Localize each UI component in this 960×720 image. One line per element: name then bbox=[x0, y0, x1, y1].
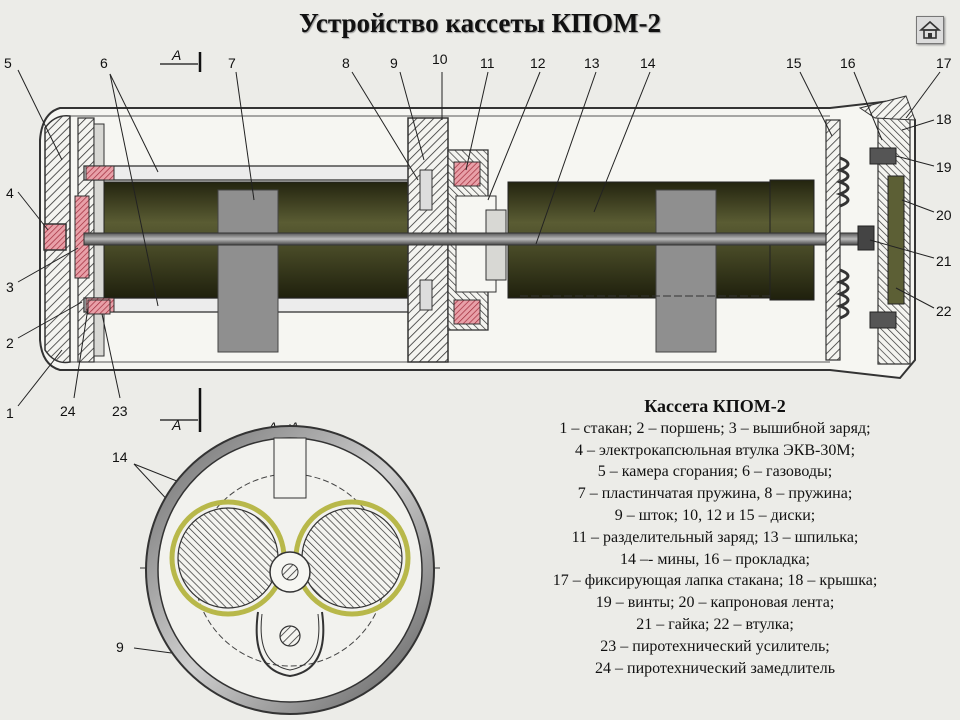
legend: Кассета КПОМ-2 1 – стакан; 2 – поршень; … bbox=[470, 396, 960, 679]
callout-24: 24 bbox=[60, 403, 76, 419]
callout-13: 13 bbox=[584, 55, 600, 71]
callout-19: 19 bbox=[936, 159, 952, 175]
legend-line: 5 – камера сгорания; 6 – газоводы; bbox=[597, 463, 833, 481]
callout-17: 17 bbox=[936, 55, 952, 71]
callout-15: 15 bbox=[786, 55, 802, 71]
callout-16: 16 bbox=[840, 55, 856, 71]
page-title: Устройство кассеты КПОМ-2 bbox=[298, 8, 662, 38]
legend-line: 17 – фиксирующая лапка стакана; 18 – кры… bbox=[552, 572, 878, 590]
legend-line: 14 –- мины, 16 – прокладка; bbox=[620, 550, 810, 568]
callout-14: 14 bbox=[640, 55, 656, 71]
callout-1: 1 bbox=[6, 405, 14, 421]
section-callout-9: 9 bbox=[116, 639, 124, 655]
legend-title: Кассета КПОМ-2 bbox=[644, 396, 786, 416]
callout-10: 10 bbox=[432, 51, 448, 67]
callout-22: 22 bbox=[936, 303, 952, 319]
callout-21: 21 bbox=[936, 253, 952, 269]
home-icon bbox=[918, 20, 942, 39]
legend-line: 24 – пиротехнический замедлитель bbox=[595, 659, 835, 677]
callout-23: 23 bbox=[112, 403, 128, 419]
legend-line: 19 – винты; 20 – капроновая лента; bbox=[595, 594, 835, 612]
callout-8: 8 bbox=[342, 55, 350, 71]
legend-line: 11 – разделительный заряд; 13 – шпилька; bbox=[571, 528, 859, 546]
callout-3: 3 bbox=[6, 279, 14, 295]
callout-9: 9 bbox=[390, 55, 398, 71]
legend-line: 23 – пиротехнический усилитель; bbox=[600, 637, 830, 655]
callout-12: 12 bbox=[530, 55, 546, 71]
section-label-bottom: А bbox=[171, 417, 181, 433]
callout-7: 7 bbox=[228, 55, 236, 71]
legend-line: 1 – стакан; 2 – поршень; 3 – вышибной за… bbox=[559, 419, 871, 437]
legend-line: 7 – пластинчатая пружина, 8 – пружина; bbox=[577, 485, 853, 503]
longitudinal-section bbox=[39, 52, 916, 432]
section-label-top: А bbox=[171, 47, 181, 63]
legend-line: 4 – электрокапсюльная втулка ЭКВ-30М; bbox=[574, 441, 856, 459]
callout-6: 6 bbox=[100, 55, 108, 71]
legend-line: 21 – гайка; 22 – втулка; bbox=[636, 615, 794, 633]
callout-11: 11 bbox=[480, 55, 495, 71]
section-callout-14: 14 bbox=[112, 449, 128, 465]
legend-line: 9 – шток; 10, 12 и 15 – диски; bbox=[614, 506, 816, 524]
home-button[interactable] bbox=[916, 16, 944, 44]
callout-5: 5 bbox=[4, 55, 12, 71]
callout-labels: 5 6 7 8 9 10 11 12 13 14 15 16 17 18 19 … bbox=[4, 51, 952, 655]
callout-20: 20 bbox=[936, 207, 952, 223]
callout-2: 2 bbox=[6, 335, 14, 351]
cross-section bbox=[140, 424, 440, 716]
callout-4: 4 bbox=[6, 185, 14, 201]
callout-18: 18 bbox=[936, 111, 952, 127]
leader-lines bbox=[17, 69, 941, 665]
